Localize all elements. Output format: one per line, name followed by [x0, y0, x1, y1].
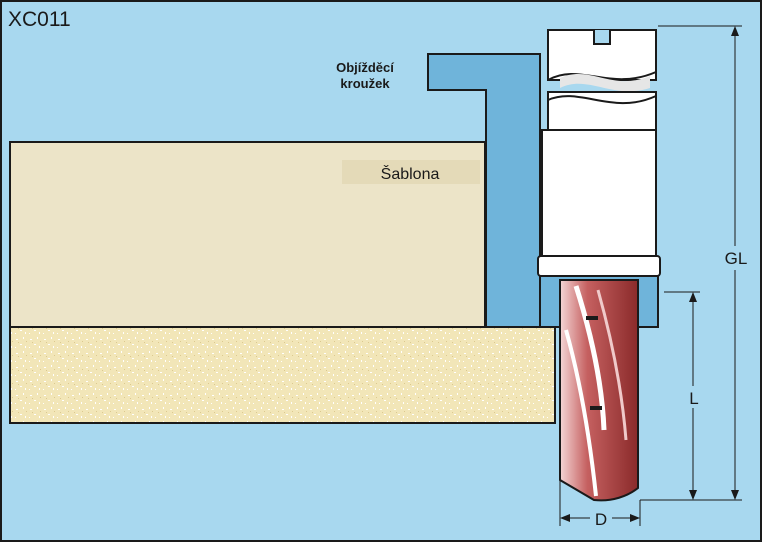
template-label: Šablona — [381, 164, 440, 183]
guide-ring-label-line1: Objížděcí — [336, 60, 394, 75]
shank-collar — [537, 255, 661, 277]
dim-d-arrow-right — [630, 514, 640, 522]
shank-break-bottom — [547, 95, 657, 105]
shank-break-shade — [560, 73, 650, 92]
dim-d-label-bg — [590, 508, 612, 530]
cutter-flute-3 — [596, 289, 628, 441]
product-code: XC011 — [8, 8, 71, 31]
dim-l-label-bg — [684, 386, 704, 408]
cutter-flute-2 — [564, 329, 598, 497]
dim-l-arrow-top — [689, 292, 697, 302]
guide-ring — [427, 53, 541, 328]
dim-gl-label-bg — [722, 246, 750, 270]
shank-body — [541, 129, 657, 257]
cutter-edge-mark-2 — [590, 406, 602, 410]
dim-gl-arrow-bottom — [731, 490, 739, 500]
dim-l-arrow-bottom — [689, 490, 697, 500]
shank-slot — [593, 30, 611, 45]
dim-d-arrow-left — [560, 514, 570, 522]
cutter-edge-mark-1 — [586, 316, 598, 320]
workpiece-board — [9, 326, 556, 424]
template-label-box — [342, 160, 480, 184]
dim-gl-label: GL — [725, 249, 748, 268]
dim-l-label: L — [689, 389, 698, 408]
cutter-flute-1 — [573, 285, 607, 431]
dim-d-label: D — [595, 510, 607, 529]
shank-lower — [547, 91, 657, 133]
guide-ring-label-line2: kroužek — [340, 76, 390, 91]
dim-gl-arrow-top — [731, 26, 739, 36]
